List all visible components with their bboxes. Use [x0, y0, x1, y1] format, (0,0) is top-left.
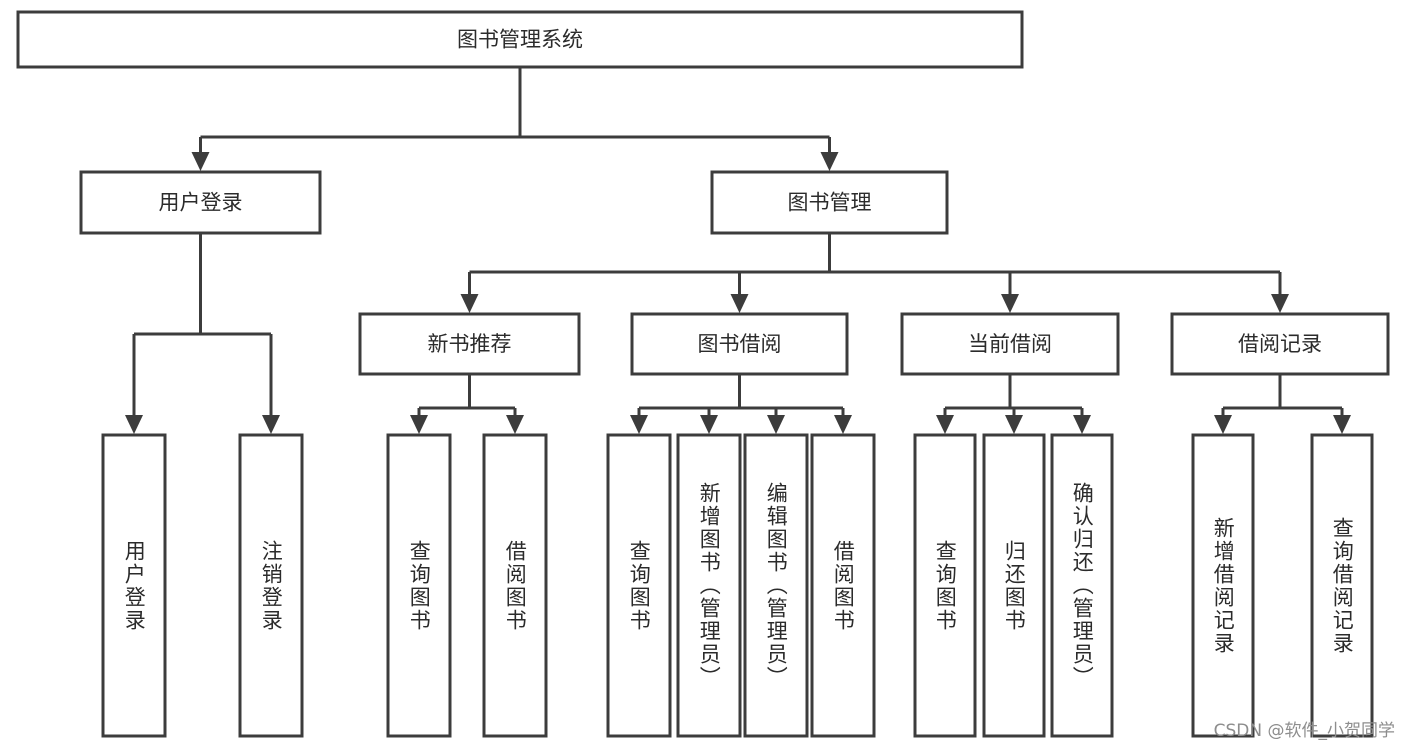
- node-box-leaf_5[interactable]: [676, 433, 742, 738]
- arrow-head-icon: [1001, 294, 1019, 313]
- arrow-head-icon: [834, 415, 852, 434]
- node-box-leaf_12[interactable]: [1310, 433, 1374, 738]
- node-box-root[interactable]: [16, 10, 1024, 69]
- node-box-l1_1[interactable]: [710, 170, 949, 235]
- arrow-head-icon: [1073, 415, 1091, 434]
- node-box-leaf_9[interactable]: [982, 433, 1046, 738]
- arrow-head-icon: [410, 415, 428, 434]
- node-box-l2_3[interactable]: [1170, 312, 1390, 376]
- node-box-leaf_0[interactable]: [101, 433, 167, 738]
- node-label-root: 图书管理系统: [457, 28, 583, 52]
- arrow-head-icon: [936, 415, 954, 434]
- node-label-l2_1: 图书借阅: [698, 332, 782, 356]
- connector-layer: [125, 67, 1351, 434]
- node-box-leaf_8[interactable]: [913, 433, 977, 738]
- node-label-l2_0: 新书推荐: [428, 332, 512, 356]
- node-box-leaf_1[interactable]: [238, 433, 304, 738]
- arrow-head-icon: [1214, 415, 1232, 434]
- arrow-head-icon: [730, 294, 749, 313]
- arrow-head-icon: [700, 415, 718, 434]
- arrow-head-icon: [767, 415, 785, 434]
- arrow-head-icon: [1005, 415, 1023, 434]
- node-box-leaf_2[interactable]: [386, 433, 452, 738]
- arrow-head-icon: [460, 294, 479, 313]
- arrow-head-icon: [820, 152, 839, 171]
- arrow-head-icon: [1271, 294, 1289, 313]
- node-box-leaf_6[interactable]: [743, 433, 809, 738]
- node-box-leaf_4[interactable]: [606, 433, 672, 738]
- arrow-head-icon: [125, 415, 143, 434]
- node-box-l2_1[interactable]: [630, 312, 849, 376]
- node-box-leaf_11[interactable]: [1191, 433, 1255, 738]
- node-label-l1_1: 图书管理: [788, 191, 872, 215]
- node-box-leaf_10[interactable]: [1050, 433, 1114, 738]
- arrow-head-icon: [262, 415, 280, 434]
- node-label-l2_2: 当前借阅: [968, 332, 1052, 356]
- node-label-l1_0: 用户登录: [159, 191, 243, 215]
- node-box-leaf_7[interactable]: [810, 433, 876, 738]
- node-box-l2_2[interactable]: [900, 312, 1120, 376]
- arrow-head-icon: [506, 415, 524, 434]
- node-label-l2_3: 借阅记录: [1238, 332, 1322, 356]
- watermark-text: CSDN @软件_小贺同学: [1213, 721, 1395, 741]
- arrow-head-icon: [1333, 415, 1351, 434]
- arrow-head-icon: [630, 415, 648, 434]
- arrow-head-icon: [191, 152, 210, 171]
- node-box-l1_0[interactable]: [79, 170, 322, 235]
- node-box-l2_0[interactable]: [358, 312, 581, 376]
- node-box-leaf_3[interactable]: [482, 433, 548, 738]
